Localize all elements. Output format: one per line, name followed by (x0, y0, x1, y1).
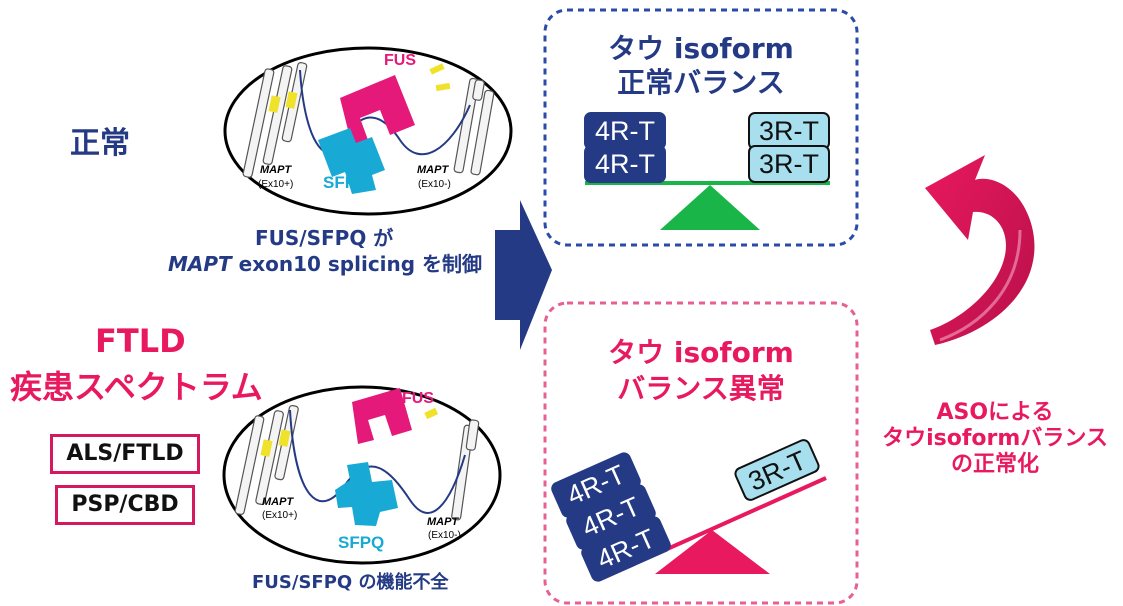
aso-curved-arrow (925, 155, 1035, 345)
aso-caption: ASOによる タウisoformバランス の正常化 (870, 400, 1120, 478)
rna-strand (289, 409, 466, 514)
rna-strand (299, 69, 471, 156)
abnormal-balance-box (543, 301, 859, 605)
abnormal-box-title: タウ isoform バランス異常 (545, 335, 857, 407)
ftld-label: FTLD (95, 322, 186, 360)
pill-3r-t: 3R-T (748, 145, 830, 183)
balance-fulcrum (655, 530, 770, 574)
als-ftld-tag: ALS/FTLD (50, 434, 200, 474)
branch-arrow (495, 200, 552, 350)
abnormal-box-title-line2: バランス異常 (617, 372, 785, 405)
mapt-ex10plus-tubes (234, 404, 299, 515)
sfpq-protein (335, 462, 398, 526)
exon-left-label: (Ex10+) (258, 179, 293, 190)
balance-fulcrum (660, 185, 760, 230)
exon-right-label: (Ex10-) (418, 179, 451, 190)
pill-4r-t: 4R-T (584, 112, 666, 150)
mapt-left-label: MAPT (260, 164, 292, 176)
normal-caption-line1: FUS/SFPQ が (255, 226, 394, 250)
pill-3r-t: 3R-T (748, 112, 830, 150)
mapt-ex10plus-tubes (242, 62, 308, 178)
mapt-ex10minus-tubes (453, 77, 495, 176)
normal-caption-rest: exon10 splicing を制御 (231, 252, 483, 276)
mapt-right-label: MAPT (427, 516, 459, 528)
mapt-left-label: MAPT (262, 496, 294, 508)
normal-box-title-line2: 正常バランス (617, 66, 785, 99)
disease-cell (222, 385, 502, 565)
mapt-ex10minus-tubes (451, 419, 480, 521)
exon-right-label: (Ex10-) (428, 530, 461, 541)
psp-cbd-tag: PSP/CBD (55, 485, 195, 525)
pill-4r-t: 4R-T (584, 145, 666, 183)
sfpq-label: SFPQ (323, 173, 369, 192)
fus-protein (340, 75, 415, 146)
normal-cell (223, 46, 513, 216)
normal-box-title-line1: タウ isoform (608, 32, 794, 65)
disease-spectrum-label: 疾患スペクトラム (10, 368, 263, 406)
aso-caption-line2: タウisoformバランス (882, 426, 1108, 451)
fus-label: FUS (384, 52, 416, 69)
disease-caption: FUS/SFPQ の機能不全 (252, 572, 449, 593)
normal-caption-line2: MAPT exon10 splicing を制御 (168, 248, 482, 277)
exon10-fragment (424, 407, 439, 420)
sfpq-protein (318, 128, 385, 194)
sfpq-label: SFPQ (338, 533, 384, 552)
mapt-right-label: MAPT (417, 164, 449, 176)
aso-caption-line3: の正常化 (950, 452, 1039, 477)
abnormal-box-title-line1: タウ isoform (608, 336, 794, 369)
fus-label: FUS (402, 390, 434, 407)
mapt-gene-name: MAPT (168, 252, 232, 276)
normal-box-title: タウ isoform 正常バランス (545, 32, 857, 100)
normal-balance-box (543, 8, 859, 247)
normal-label: 正常 (70, 126, 130, 161)
aso-caption-line1: ASOによる (936, 400, 1054, 425)
exon10-fragment (429, 63, 445, 75)
fus-protein (352, 388, 412, 444)
exon-left-label: (Ex10+) (262, 510, 297, 521)
